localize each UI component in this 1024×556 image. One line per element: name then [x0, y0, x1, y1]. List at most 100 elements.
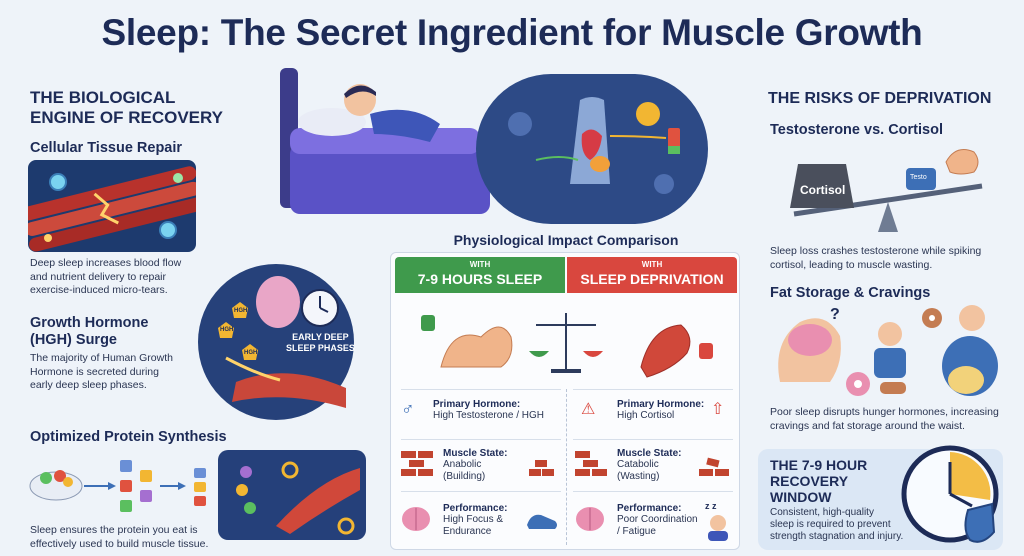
brick-wall-icon	[529, 460, 554, 476]
row-label: Muscle State:	[617, 448, 682, 459]
protein-synthesis-illustration	[29, 450, 366, 540]
body-line: effectively used to build muscle tissue.	[30, 537, 209, 550]
cortisol-weight-label: Cortisol	[800, 183, 846, 197]
body-line: cravings and fat storage around the wais…	[770, 419, 965, 432]
body-line: Consistent, high-quality	[770, 507, 874, 518]
clock-shield-icon	[901, 445, 999, 543]
hgh-heading: Growth Hormone (HGH) Surge	[30, 315, 148, 349]
with-label: WITH	[641, 260, 663, 269]
page-title: Sleep: The Secret Ingredient for Muscle …	[101, 12, 923, 53]
question-mark: ?	[830, 306, 840, 323]
body-line: early deep sleep phases.	[30, 379, 147, 391]
good-sleep-header: WITH 7-9 HOURS SLEEP	[395, 257, 565, 293]
body-line: exercise-induced micro-tears.	[30, 284, 168, 296]
brain-icon	[402, 507, 430, 531]
seesaw-illustration: Cortisol Testo	[770, 142, 1010, 238]
testo-cortisol-heading: Testosterone vs. Cortisol	[770, 122, 943, 138]
row-label: Performance:	[443, 503, 508, 514]
row-label: Performance:	[617, 503, 682, 514]
title-line: WINDOW	[770, 489, 832, 505]
bad-muscle-state: Muscle State: Catabolic (Wasting)	[617, 448, 681, 483]
cellular-repair-heading: Cellular Tissue Repair	[30, 140, 183, 156]
body-line: The majority of Human Growth	[30, 352, 173, 364]
testo-weight-label: Testo	[910, 174, 927, 181]
stress-icon: ⚠	[581, 401, 596, 418]
sleeping-person-illustration	[280, 68, 708, 224]
row-value: / Fatigue	[617, 526, 656, 537]
arrow-up-icon: ⇧	[711, 401, 725, 418]
sleepy-zz: z z	[705, 501, 717, 511]
early-deep-sleep-label: EARLY DEEP SLEEP PHASES	[286, 332, 355, 354]
testo-cortisol-body: Sleep loss crashes testosterone while sp…	[770, 245, 1010, 272]
row-value: High Focus &	[443, 514, 504, 525]
good-hormone: Primary Hormone: High Testosterone / HGH	[433, 399, 544, 422]
heading-line: Growth Hormone	[30, 315, 149, 331]
cravings-illustration: ?	[770, 302, 1010, 402]
label-line: SLEEP PHASES	[286, 343, 355, 353]
fat-storage-body: Poor sleep disrupts hunger hormones, inc…	[770, 406, 1010, 433]
row-value: (Wasting)	[617, 471, 660, 482]
bad-performance: Performance: Poor Coordination / Fatigue	[617, 503, 698, 538]
body-line: and nutrient delivery to repair	[30, 270, 166, 283]
protein-synthesis-heading: Optimized Protein Synthesis	[30, 429, 227, 445]
heading-line: (HGH) Surge	[30, 332, 117, 348]
good-sleep-header-label: 7-9 HOURS SLEEP	[417, 271, 543, 287]
tired-person-icon	[708, 515, 728, 541]
seesaw-art	[790, 149, 983, 232]
section-title-line: ENGINE OF RECOVERY	[30, 108, 224, 127]
body-line: Sleep loss crashes testosterone while sp…	[770, 245, 982, 257]
row-value: (Building)	[443, 471, 486, 482]
title-line: THE 7-9 HOUR	[770, 457, 868, 473]
body-line: cortisol, leading to muscle wasting.	[770, 258, 933, 271]
crumbling-wall-icon	[575, 451, 607, 476]
body-line: Hormone is secreted during	[30, 365, 159, 378]
section-title-biological: THE BIOLOGICAL ENGINE OF RECOVERY	[30, 88, 223, 128]
hgh-circle-art	[198, 264, 354, 420]
hgh-badge: HGH	[220, 327, 234, 333]
row-value: Anabolic	[443, 459, 482, 470]
good-performance: Performance: High Focus & Endurance	[443, 503, 507, 538]
cellular-repair-body: Deep sleep increases blood flow and nutr…	[30, 257, 210, 298]
row-label: Primary Hormone:	[617, 399, 705, 410]
comparison-title: Physiological Impact Comparison	[453, 232, 679, 248]
body-line: sleep is required to prevent	[770, 519, 891, 530]
label-line: EARLY DEEP	[292, 332, 349, 342]
hgh-badge: HGH	[244, 350, 258, 356]
brick-wall-icon	[401, 451, 433, 476]
comparison-panel: WITH 7-9 HOURS SLEEP WITH SLEEP DEPRIVAT…	[390, 252, 740, 550]
body-line: Deep sleep increases blood flow	[30, 257, 182, 269]
bad-hormone: Primary Hormone: High Cortisol	[617, 399, 704, 422]
section-title-line: THE BIOLOGICAL	[30, 88, 176, 107]
gender-icon: ♂	[401, 399, 415, 419]
good-muscle-state: Muscle State: Anabolic (Building)	[443, 448, 507, 483]
body-line: strength stagnation and injury.	[770, 531, 904, 542]
deprivation-header-label: SLEEP DEPRIVATION	[580, 271, 724, 287]
row-value: High Testosterone / HGH	[433, 410, 544, 421]
row-label: Primary Hormone:	[433, 399, 521, 410]
with-label: WITH	[469, 260, 491, 269]
row-value: Catabolic	[617, 459, 659, 470]
hgh-body: The majority of Human Growth Hormone is …	[30, 352, 200, 393]
fat-storage-heading: Fat Storage & Cravings	[770, 285, 931, 301]
row-value: Endurance	[443, 526, 492, 537]
cravings-art	[778, 305, 998, 396]
hgh-badge: HGH	[234, 308, 248, 314]
body-line: Poor sleep disrupts hunger hormones, inc…	[770, 406, 999, 418]
title-line: RECOVERY	[770, 473, 849, 489]
protein-synthesis-body: Sleep ensures the protein you eat is eff…	[30, 524, 290, 551]
running-shoe-icon	[527, 514, 557, 529]
column-divider	[566, 389, 567, 545]
row-value: Poor Coordination	[617, 514, 698, 525]
deprivation-header: WITH SLEEP DEPRIVATION	[567, 257, 737, 293]
recovery-window-title: THE 7-9 HOUR RECOVERY WINDOW	[770, 457, 867, 505]
brain-icon	[576, 507, 604, 531]
row-label: Muscle State:	[443, 448, 508, 459]
broken-brick-icon	[699, 457, 729, 476]
recovery-window-body: Consistent, high-quality sleep is requir…	[770, 507, 903, 543]
section-title-risks: THE RISKS OF DEPRIVATION	[768, 90, 992, 107]
row-value: High Cortisol	[617, 410, 675, 421]
comparison-icons	[421, 313, 713, 378]
hgh-illustration: HGH HGH HGH EARLY DEEP SLEEP PHASES	[196, 262, 356, 422]
body-line: Sleep ensures the protein you eat is	[30, 524, 198, 536]
muscle-fiber-illustration	[28, 160, 196, 252]
